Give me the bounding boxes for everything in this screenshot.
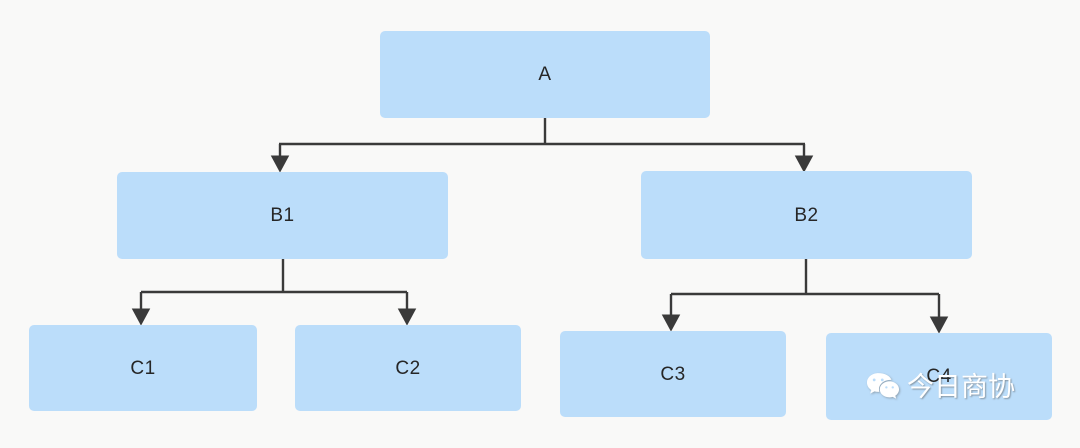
node-b1[interactable]: B1 <box>117 172 448 259</box>
node-c3-label: C3 <box>660 363 686 385</box>
node-c3[interactable]: C3 <box>560 331 786 417</box>
node-c1-label: C1 <box>130 357 156 379</box>
edge-a-to-b <box>270 118 814 173</box>
edge-b1-to-c <box>131 259 417 326</box>
node-c2-label: C2 <box>395 357 421 379</box>
node-c1[interactable]: C1 <box>29 325 257 411</box>
node-b2-label: B2 <box>794 204 819 226</box>
node-a[interactable]: A <box>380 31 710 118</box>
node-b1-label: B1 <box>270 205 295 226</box>
node-b2[interactable]: B2 <box>641 171 972 259</box>
edge-b2-to-c <box>661 259 949 334</box>
node-a-label: A <box>538 64 552 85</box>
node-c4-label: C4 <box>926 366 952 387</box>
node-c4[interactable]: C4 <box>826 333 1052 420</box>
node-c2[interactable]: C2 <box>295 325 521 411</box>
